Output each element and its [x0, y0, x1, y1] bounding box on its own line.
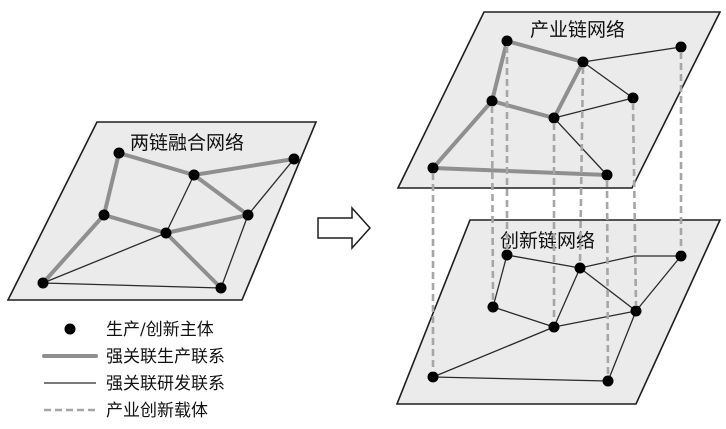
legend-strong-rd-label: 强关联研发联系	[106, 374, 225, 394]
node	[630, 305, 642, 317]
node	[427, 162, 439, 174]
node	[675, 250, 687, 262]
legend-item-strong-production: 强关联生产联系	[42, 347, 225, 367]
node	[98, 209, 110, 221]
transform-arrow	[317, 206, 372, 250]
node	[215, 282, 227, 294]
node	[501, 35, 513, 47]
legend-strong-production-label: 强关联生产联系	[106, 347, 225, 367]
node	[548, 321, 560, 333]
legend-item-node: 生产/创新主体	[64, 320, 214, 340]
node	[574, 262, 586, 274]
industry-nodes	[427, 35, 687, 181]
legend-item-strong-rd: 强关联研发联系	[44, 374, 225, 394]
innovation-nodes	[427, 249, 687, 387]
node	[160, 227, 172, 239]
node	[675, 41, 687, 53]
innovation-network-title: 创新链网络	[500, 230, 595, 252]
fused-network: 两链融合网络	[6, 121, 318, 301]
innovation-carrier-links	[431, 46, 683, 377]
legend: 生产/创新主体 强关联生产联系 强关联研发联系 产业创新载体	[42, 320, 225, 421]
industry-network-title: 产业链网络	[530, 19, 625, 41]
industry-network: 产业链网络	[396, 11, 722, 189]
fused-nodes	[37, 147, 300, 294]
legend-carrier-label: 产业创新载体	[106, 401, 208, 421]
node	[486, 95, 498, 107]
fused-network-title: 两链融合网络	[130, 132, 244, 154]
node	[487, 301, 499, 313]
innovation-network: 创新链网络	[395, 219, 722, 405]
node	[427, 371, 439, 383]
legend-node-label: 生产/创新主体	[106, 320, 214, 340]
node	[627, 92, 639, 104]
node	[188, 169, 200, 181]
legend-item-carrier: 产业创新载体	[44, 401, 208, 421]
node	[548, 112, 560, 124]
node	[602, 375, 614, 387]
node	[37, 277, 49, 289]
node	[113, 147, 125, 159]
node	[577, 56, 589, 68]
node	[288, 153, 300, 165]
industry-network-plane	[396, 11, 722, 189]
node	[501, 249, 513, 261]
node	[242, 209, 254, 221]
legend-node-symbol	[64, 323, 76, 335]
node	[601, 169, 613, 181]
